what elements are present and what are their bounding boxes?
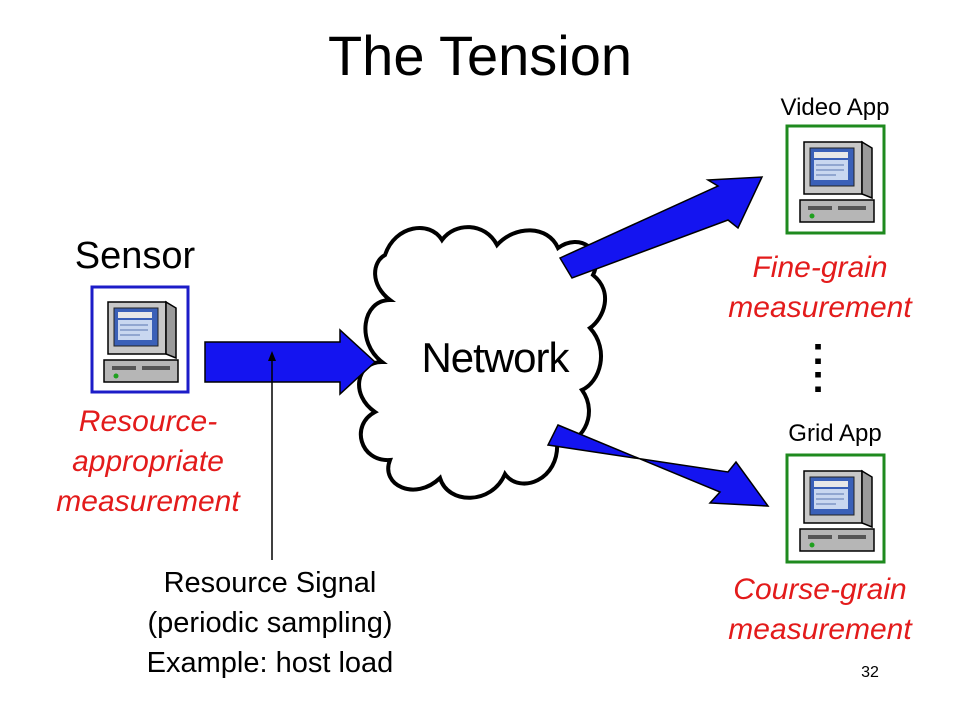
video-app-caption: Fine-grain measurement bbox=[690, 248, 950, 328]
grid-app-label: Grid App bbox=[788, 420, 882, 447]
video-caption-line-1: Fine-grain bbox=[752, 251, 888, 284]
sensor-computer-icon bbox=[103, 301, 179, 383]
video-caption-line-2: measurement bbox=[728, 291, 912, 324]
sensor-caption: Resource- appropriate measurement bbox=[18, 402, 278, 522]
grid-app-computer-icon bbox=[799, 470, 875, 552]
grid-caption-line-1: Course-grain bbox=[733, 573, 907, 606]
signal-line-1: Resource Signal bbox=[163, 567, 377, 599]
sensor-caption-line-2: appropriate bbox=[72, 445, 224, 478]
sensor-to-network-arrow bbox=[204, 328, 377, 396]
sensor-caption-line-3: measurement bbox=[56, 485, 240, 518]
signal-pointer-head bbox=[268, 351, 276, 361]
slide-number: 32 bbox=[861, 664, 879, 681]
video-app-label: Video App bbox=[780, 94, 890, 121]
signal-line-3: Example: host load bbox=[146, 647, 394, 679]
network-label: Network bbox=[421, 334, 569, 381]
network-to-video-arrow bbox=[558, 176, 764, 279]
grid-caption-line-2: measurement bbox=[728, 613, 912, 646]
network-to-grid-arrow bbox=[546, 424, 770, 507]
page-title: The Tension bbox=[327, 24, 633, 87]
sensor-label: Sensor bbox=[74, 235, 196, 277]
sensor-caption-line-1: Resource- bbox=[78, 405, 218, 438]
ellipsis-top: : bbox=[811, 329, 825, 373]
signal-line-2: (periodic sampling) bbox=[147, 607, 393, 639]
resource-signal-text: Resource Signal (periodic sampling) Exam… bbox=[100, 563, 440, 683]
ellipsis-bottom: : bbox=[811, 357, 825, 401]
video-app-computer-icon bbox=[799, 141, 875, 223]
grid-app-caption: Course-grain measurement bbox=[690, 570, 950, 650]
